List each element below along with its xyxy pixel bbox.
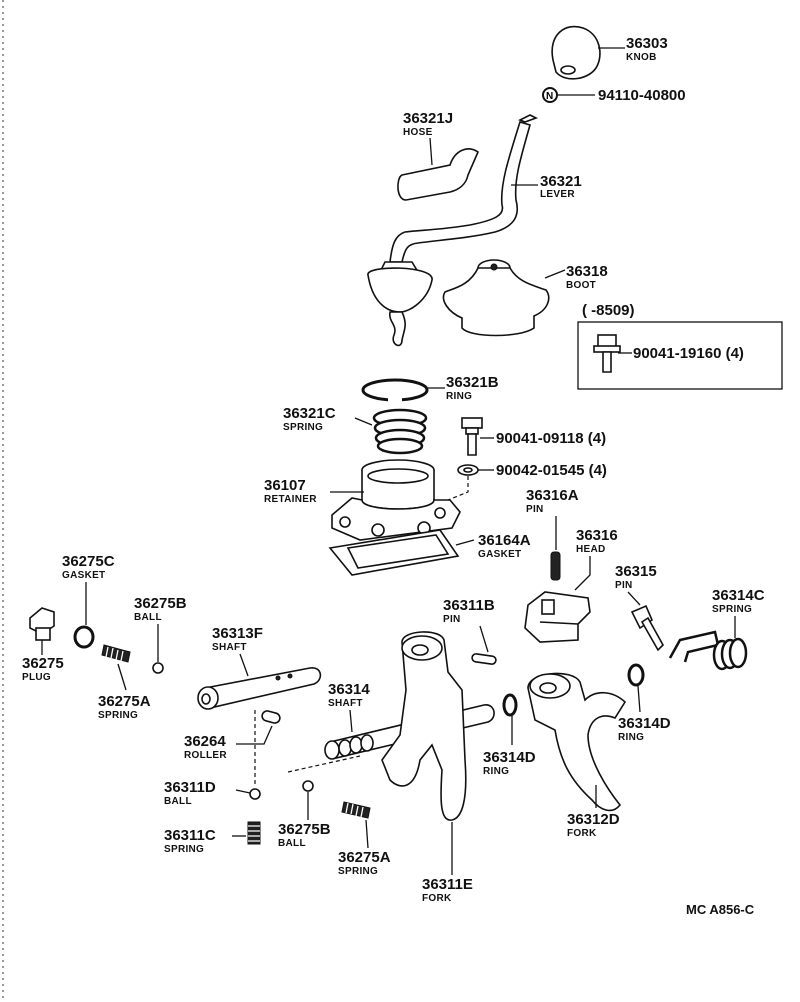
head-16-part (524, 591, 591, 643)
plug-75-number: 36275 (22, 655, 64, 672)
knob-name: KNOB (626, 52, 657, 63)
ring-14d-right-part (627, 663, 645, 687)
pin-15-number: 36315 (615, 563, 657, 580)
shaft-14-name: SHAFT (328, 698, 363, 709)
spring-14c-part (668, 630, 748, 671)
gasket-64a-number: 36164A (478, 532, 531, 549)
date-range-label: ( -8509) (582, 302, 635, 319)
ring-b-number: 36321B (446, 374, 499, 391)
nut-number: 94110-40800 (598, 87, 686, 104)
hose-number: 36321J (403, 110, 453, 127)
retainer-part (331, 459, 461, 541)
shaft-13f-part (197, 667, 322, 710)
bolt-09118-number: 90041-09118 (4) (496, 430, 606, 447)
ball-11d-name: BALL (164, 796, 192, 807)
pin-11b-name: PIN (443, 614, 461, 625)
hose-name: HOSE (403, 127, 433, 138)
pin-16a-name: PIN (526, 504, 544, 515)
ring-14d-right-number: 36314D (618, 715, 671, 732)
spring-c-number: 36321C (283, 405, 336, 422)
ball-11d-number: 36311D (164, 779, 216, 796)
fork-11e-part (381, 631, 467, 821)
boot-name: BOOT (566, 280, 596, 291)
pin-15-part (630, 604, 664, 652)
shaft-13f-name: SHAFT (212, 642, 247, 653)
spring-11c-part (247, 821, 261, 845)
svg-text:N: N (546, 91, 553, 102)
spring-11c-name: SPRING (164, 844, 204, 855)
ball-11d-part (249, 788, 261, 800)
fork-11e-name: FORK (422, 893, 452, 904)
washer-01545-number: 90042-01545 (4) (496, 462, 607, 479)
knob-number: 36303 (626, 35, 668, 52)
gasket-64a-part (328, 529, 460, 576)
fork-12d-part (527, 672, 627, 812)
ball-75b-bottom-name: BALL (278, 838, 306, 849)
ring-b-part (361, 378, 429, 403)
fork-12d-name: FORK (567, 828, 597, 839)
nut-symbol: N (542, 87, 558, 103)
knob-part (551, 25, 601, 80)
ring-b-name: RING (446, 391, 472, 402)
gasket-75c-part (73, 625, 95, 649)
pin-16a-number: 36316A (526, 487, 579, 504)
spring-c-name: SPRING (283, 422, 323, 433)
gasket-75c-name: GASKET (62, 570, 105, 581)
spring-75a-bottom-number: 36275A (338, 849, 391, 866)
roller-64-part (261, 710, 281, 724)
ring-14d-mid-number: 36314D (483, 749, 536, 766)
retainer-number: 36107 (264, 477, 306, 494)
spring-75a-bottom-part (341, 801, 371, 819)
pin-11b-number: 36311B (443, 597, 495, 614)
spring-11c-number: 36311C (164, 827, 216, 844)
spring-c-part (372, 408, 428, 455)
roller-64-name: ROLLER (184, 750, 227, 761)
gasket-64a-name: GASKET (478, 549, 521, 560)
gasket-75c-number: 36275C (62, 553, 115, 570)
head-16-number: 36316 (576, 527, 618, 544)
lever-part (367, 114, 539, 347)
lever-name: LEVER (540, 189, 575, 200)
ball-75b-top-number: 36275B (134, 595, 187, 612)
ring-14d-mid-part (502, 693, 518, 717)
bolt-boxed-part (593, 334, 621, 373)
shaft-13f-number: 36313F (212, 625, 263, 642)
shaft-14-number: 36314 (328, 681, 370, 698)
washer-01545-part (457, 464, 479, 476)
lever-number: 36321 (540, 173, 582, 190)
spring-75a-top-part (101, 644, 131, 663)
plug-75-name: PLUG (22, 672, 51, 683)
ball-75b-bottom-number: 36275B (278, 821, 331, 838)
pin-11b-part (471, 653, 497, 665)
bolt-boxed-number: 90041-19160 (4) (633, 345, 744, 362)
fork-11e-number: 36311E (422, 876, 473, 893)
bolt-09118-part (461, 417, 483, 456)
spring-75a-top-name: SPRING (98, 710, 138, 721)
fork-12d-number: 36312D (567, 811, 620, 828)
spring-14c-number: 36314C (712, 587, 765, 604)
pin-16a-part (550, 551, 561, 581)
pin-15-name: PIN (615, 580, 633, 591)
head-16-name: HEAD (576, 544, 606, 555)
boot-number: 36318 (566, 263, 608, 280)
retainer-name: RETAINER (264, 494, 317, 505)
ball-75b-bottom-part (302, 780, 314, 792)
ball-75b-top-part (152, 662, 164, 674)
plug-75-part (29, 607, 55, 641)
roller-64-number: 36264 (184, 733, 226, 750)
ring-14d-right-name: RING (618, 732, 644, 743)
date-range-box (577, 321, 783, 390)
spring-75a-bottom-name: SPRING (338, 866, 378, 877)
spring-75a-top-number: 36275A (98, 693, 151, 710)
spring-14c-name: SPRING (712, 604, 752, 615)
diagram-reference: MC A856-C (686, 902, 755, 917)
boot-part (442, 259, 550, 337)
ring-14d-mid-name: RING (483, 766, 509, 777)
hose-part (397, 148, 479, 201)
ball-75b-top-name: BALL (134, 612, 162, 623)
